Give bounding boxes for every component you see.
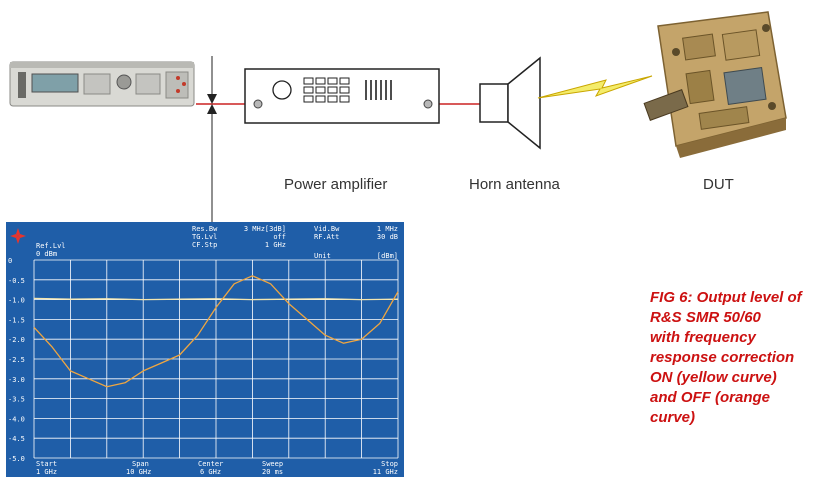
rf-att-label: RF.Att xyxy=(314,233,340,241)
ref-lvl-value: 0 dBm xyxy=(36,250,58,258)
footer-start-label: Start xyxy=(36,460,58,468)
cf-stp-value: 1 GHz xyxy=(264,241,286,249)
tg-lvl-label: TG.Lvl xyxy=(192,233,218,241)
horn-antenna xyxy=(474,54,544,154)
amp-input-port xyxy=(253,99,263,109)
amp-output-port xyxy=(423,99,433,109)
spectrum-plot: 0 -0.5 -1.0 -1.5 -2.0 -2.5 -3.0 -3.5 -4.0 -4.5 -5.… xyxy=(8,257,399,463)
cf-stp-label: CF.Stp xyxy=(192,241,218,249)
y-tick-label: -0.5 xyxy=(8,277,25,285)
spectrum-analyzer-screen: Ref.Lvl 0 dBm Res.Bw TG.Lvl CF.Stp 3 MHz… xyxy=(6,222,404,477)
power-amplifier xyxy=(244,68,440,124)
footer-start-value: 1 GHz xyxy=(36,468,58,476)
y-tick-label: -3.0 xyxy=(8,376,25,384)
y-tick-label: -2.5 xyxy=(8,356,25,364)
y-tick-label: -3.5 xyxy=(8,396,25,404)
unit-value: [dBm] xyxy=(376,252,398,260)
y-tick-label: -4.0 xyxy=(8,415,25,423)
footer-span-label: Span xyxy=(132,460,149,468)
amplifier-icon xyxy=(244,68,440,124)
vid-bw-label: Vid.Bw xyxy=(314,225,340,233)
dut-label: DUT xyxy=(703,176,734,193)
rf-att-value: 30 dB xyxy=(376,233,398,241)
signal-generator xyxy=(8,58,196,110)
y-tick-label: -1.0 xyxy=(8,297,25,305)
lightning-icon xyxy=(537,75,653,99)
tg-lvl-value: off xyxy=(273,233,286,241)
footer-span-value: 10 GHz xyxy=(126,468,152,476)
footer-center-label: Center xyxy=(198,460,224,468)
horn-antenna-label: Horn antenna xyxy=(469,176,560,193)
horn-antenna-icon xyxy=(479,56,541,150)
footer-sweep-value: 20 ms xyxy=(262,468,284,476)
vid-bw-value: 1 MHz xyxy=(376,225,398,233)
y-tick-label: -5.0 xyxy=(8,455,25,463)
y-tick-label: 0 xyxy=(8,257,12,265)
rs-logo-icon xyxy=(10,228,26,244)
footer-stop-value: 11 GHz xyxy=(372,468,398,476)
y-tick-label: -2.0 xyxy=(8,336,25,344)
res-bw-value: 3 MHz[3dB] xyxy=(243,225,286,233)
y-tick-label: -1.5 xyxy=(8,316,25,324)
series-line-1 xyxy=(33,275,399,388)
footer-stop-label: Stop xyxy=(381,460,398,468)
series-line-0 xyxy=(33,297,399,301)
footer-center-value: 6 GHz xyxy=(200,468,222,476)
up-arrowhead xyxy=(207,104,217,114)
figure-caption: FIG 6: Output level of R&S SMR 50/60 wit… xyxy=(650,289,802,426)
res-bw-label: Res.Bw xyxy=(192,225,218,233)
dut-board xyxy=(640,6,790,166)
y-tick-label: -4.5 xyxy=(8,435,25,443)
circuit-board-icon xyxy=(643,11,787,158)
footer-sweep-label: Sweep xyxy=(262,460,284,468)
unit-label: Unit xyxy=(314,252,331,260)
signal-generator-icon xyxy=(9,61,195,107)
power-amplifier-label: Power amplifier xyxy=(284,176,388,193)
down-arrowhead xyxy=(207,94,217,104)
ref-lvl-label: Ref.Lvl xyxy=(36,242,66,250)
